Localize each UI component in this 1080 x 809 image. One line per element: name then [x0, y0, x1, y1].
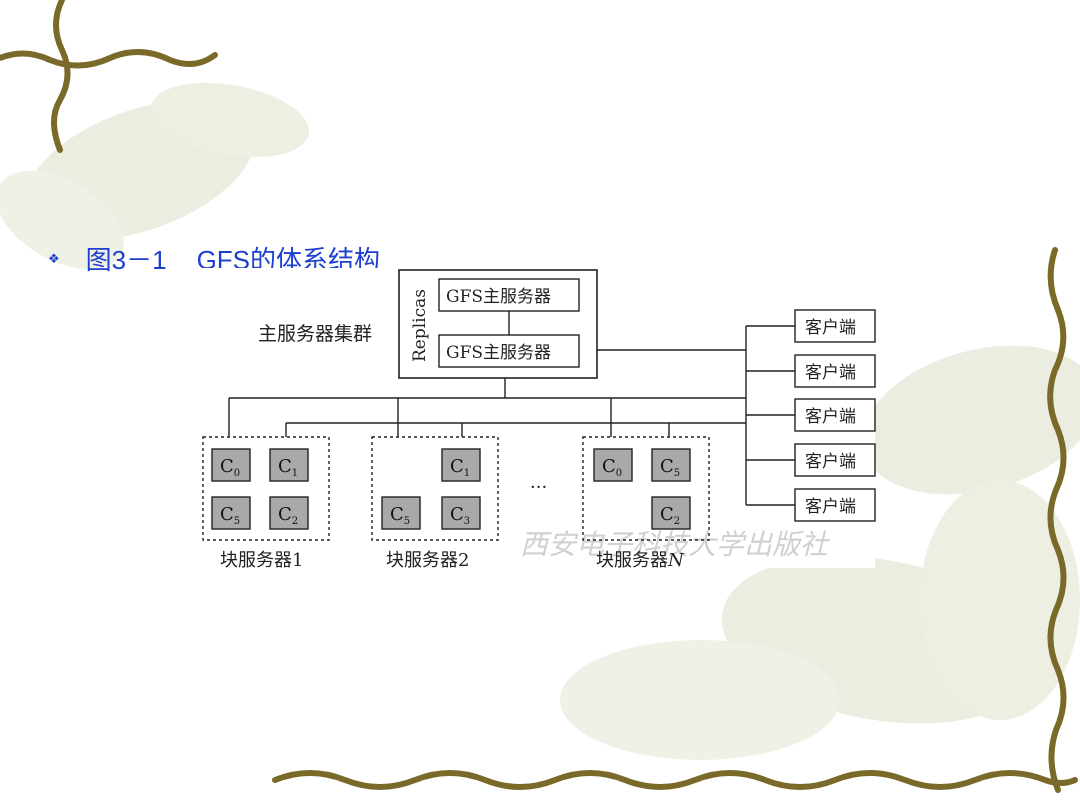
master-cluster-box: [398, 269, 598, 379]
chunk-cell: [441, 448, 481, 482]
client-box: [794, 443, 876, 477]
leaf-shapes: [0, 82, 1080, 760]
chunk-server-2-label: 块服务器2: [386, 550, 469, 571]
chunk-cell: [211, 496, 251, 530]
chunk-server-2-chunks: C1 C5 C3: [381, 448, 481, 530]
chunk-cell: [593, 448, 633, 482]
client-label: 客户端: [805, 452, 856, 472]
master-server-label-2: GFS主服务器: [446, 343, 551, 363]
chunk-server-n-box: [582, 436, 710, 541]
client-box: [794, 309, 876, 343]
client-box: [794, 354, 876, 388]
replicas-label: Replicas: [410, 289, 430, 362]
chunk-label: C5: [660, 456, 680, 479]
master-chunk-links: [228, 378, 746, 437]
chunk-server-2-box: [371, 436, 499, 541]
chunk-cell: [269, 496, 309, 530]
chunk-server-n-chunks: C0 C5 C2: [593, 448, 691, 530]
diamond-bullet-icon: ❖: [48, 250, 60, 266]
chunk-server-1-label: 块服务器1: [220, 550, 303, 571]
master-server-box-2: [438, 334, 580, 368]
chunk-cell: [651, 496, 691, 530]
client-label: 客户端: [805, 363, 856, 383]
chunk-label: C1: [278, 456, 298, 479]
chunk-label: C2: [660, 504, 680, 527]
master-cluster-label: 主服务器集群: [258, 323, 372, 345]
chunk-label: C1: [450, 456, 470, 479]
client-label: 客户端: [805, 407, 856, 427]
chunk-cell: [211, 448, 251, 482]
chunk-server-n-label: 块服务器N: [596, 550, 685, 571]
chunk-label: C5: [390, 504, 410, 527]
chunk-label: C5: [220, 504, 240, 527]
chunk-label: C0: [220, 456, 240, 479]
master-server-label-1: GFS主服务器: [446, 287, 551, 307]
client-label: 客户端: [805, 318, 856, 338]
client-list: 客户端 客户端 客户端 客户端 客户端: [746, 309, 876, 522]
chunk-cell: [381, 496, 421, 530]
chunk-cell: [441, 496, 481, 530]
chunk-server-1-chunks: C0 C1 C5 C2: [211, 448, 309, 530]
chunk-server-1-box: [202, 436, 330, 541]
figure-number: 图3－1: [85, 245, 167, 275]
client-label: 客户端: [805, 497, 856, 517]
client-box: [794, 488, 876, 522]
chunk-label: C2: [278, 504, 298, 527]
vine-border: [0, 0, 1078, 793]
chunk-label: C0: [602, 456, 622, 479]
chunk-cell: [651, 448, 691, 482]
chunk-cell: [269, 448, 309, 482]
chunk-label: C3: [450, 504, 470, 527]
client-box: [794, 398, 876, 432]
publisher-watermark: 西安电子科技大学出版社: [520, 528, 830, 561]
more-servers-ellipsis: ···: [530, 477, 547, 498]
